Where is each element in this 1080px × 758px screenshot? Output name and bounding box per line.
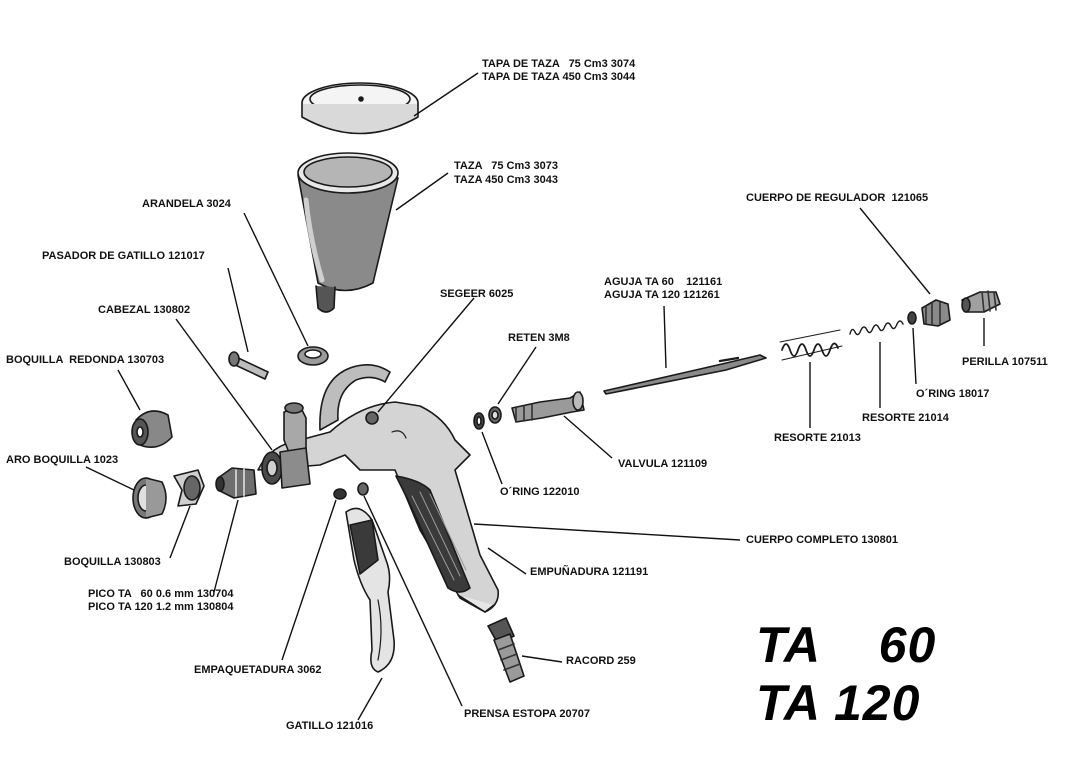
label-cuerpo-regulador: CUERPO DE REGULADOR 121065 <box>746 192 929 204</box>
leader-empunadura <box>487 547 527 575</box>
leader-arandela <box>243 212 309 347</box>
leader-segeer <box>377 297 475 413</box>
label-cuerpo-completo: CUERPO COMPLETO 130801 <box>746 534 899 546</box>
leader-valvula <box>563 415 613 459</box>
label-aro-boquilla: ARO BOQUILLA 1023 <box>6 454 119 466</box>
leader-reten <box>497 346 537 405</box>
label-boquilla-redonda: BOQUILLA REDONDA 130703 <box>6 354 165 366</box>
leader-oring-122010 <box>481 431 503 485</box>
label-resorte-21013: RESORTE 21013 <box>774 432 861 444</box>
label-taza-75: TAZA 75 Cm3 3073 <box>454 160 558 172</box>
label-arandela: ARANDELA 3024 <box>142 198 231 210</box>
model-ta-60: TA 60 <box>756 617 937 673</box>
trigger-pin-part <box>228 351 269 380</box>
spring-21014-part <box>849 320 904 336</box>
spring-21013-part <box>779 329 843 361</box>
leader-gatillo <box>357 677 383 721</box>
trigger-part <box>345 507 395 673</box>
knob-part <box>961 290 1001 313</box>
label-gatillo: GATILLO 121016 <box>286 720 374 732</box>
label-empaquetadura: EMPAQUETADURA 3062 <box>194 664 322 676</box>
label-valvula: VALVULA 121109 <box>618 458 708 470</box>
reten-part <box>488 406 502 424</box>
label-prensa-estopa: PRENSA ESTOPA 20707 <box>464 708 590 720</box>
cup-part <box>297 152 399 313</box>
leader-boquilla-redonda <box>117 369 141 411</box>
fluid-tip-part <box>215 467 257 499</box>
label-cabezal: CABEZAL 130802 <box>98 304 191 316</box>
leader-tapa <box>413 72 479 117</box>
label-pico-120: PICO TA 120 1.2 mm 130804 <box>88 601 234 613</box>
leader-racord <box>521 655 563 663</box>
oring-122010-part <box>473 412 485 430</box>
leader-prensa <box>363 495 463 707</box>
racord-part <box>487 617 525 683</box>
label-resorte-21014: RESORTE 21014 <box>862 412 949 424</box>
label-empunadura: EMPUÑADURA 121191 <box>530 566 649 578</box>
air-cap-part <box>173 469 205 507</box>
packing-part <box>333 482 369 500</box>
label-aguja-60: AGUJA TA 60 121161 <box>604 276 723 288</box>
leader-oring-18017 <box>912 327 917 385</box>
leader-cuerpo-completo <box>473 523 741 541</box>
gun-body-part <box>257 364 500 613</box>
label-perilla: PERILLA 107511 <box>962 356 1048 368</box>
label-oring-122010: O´RING 122010 <box>500 486 580 498</box>
regulator-body-part <box>921 299 951 327</box>
model-ta-120: TA 120 <box>756 675 921 731</box>
label-reten: RETEN 3M8 <box>508 332 570 344</box>
leader-empaquetadura <box>281 499 337 661</box>
oring-18017-part <box>907 311 917 325</box>
leader-pico <box>213 499 239 593</box>
label-taza-450: TAZA 450 Cm3 3043 <box>454 174 558 186</box>
leader-cuerpo-regulador <box>859 207 931 295</box>
label-pico-60: PICO TA 60 0.6 mm 130704 <box>88 588 234 600</box>
leader-taza <box>395 172 449 211</box>
needle-part <box>603 354 767 395</box>
label-boquilla: BOQUILLA 130803 <box>64 556 161 568</box>
label-tapa-taza-450: TAPA DE TAZA 450 Cm3 3044 <box>482 71 636 83</box>
washer-part <box>297 346 329 366</box>
leader-boquilla <box>169 505 191 559</box>
leader-pasador <box>227 267 249 353</box>
leader-aguja <box>663 305 667 369</box>
leader-cabezal <box>175 318 273 451</box>
label-aguja-120: AGUJA TA 120 121261 <box>604 289 720 301</box>
label-tapa-taza-75: TAPA DE TAZA 75 Cm3 3074 <box>482 58 636 70</box>
valve-part <box>511 391 585 423</box>
label-segeer: SEGEER 6025 <box>440 288 514 300</box>
cup-lid-part <box>301 82 419 135</box>
label-racord: RACORD 259 <box>566 655 636 667</box>
label-oring-18017: O´RING 18017 <box>916 388 990 400</box>
label-pasador-gatillo: PASADOR DE GATILLO 121017 <box>42 250 205 262</box>
leader-aro-boquilla <box>85 466 135 491</box>
round-nozzle-part <box>131 410 173 448</box>
nozzle-ring-part <box>132 477 167 519</box>
